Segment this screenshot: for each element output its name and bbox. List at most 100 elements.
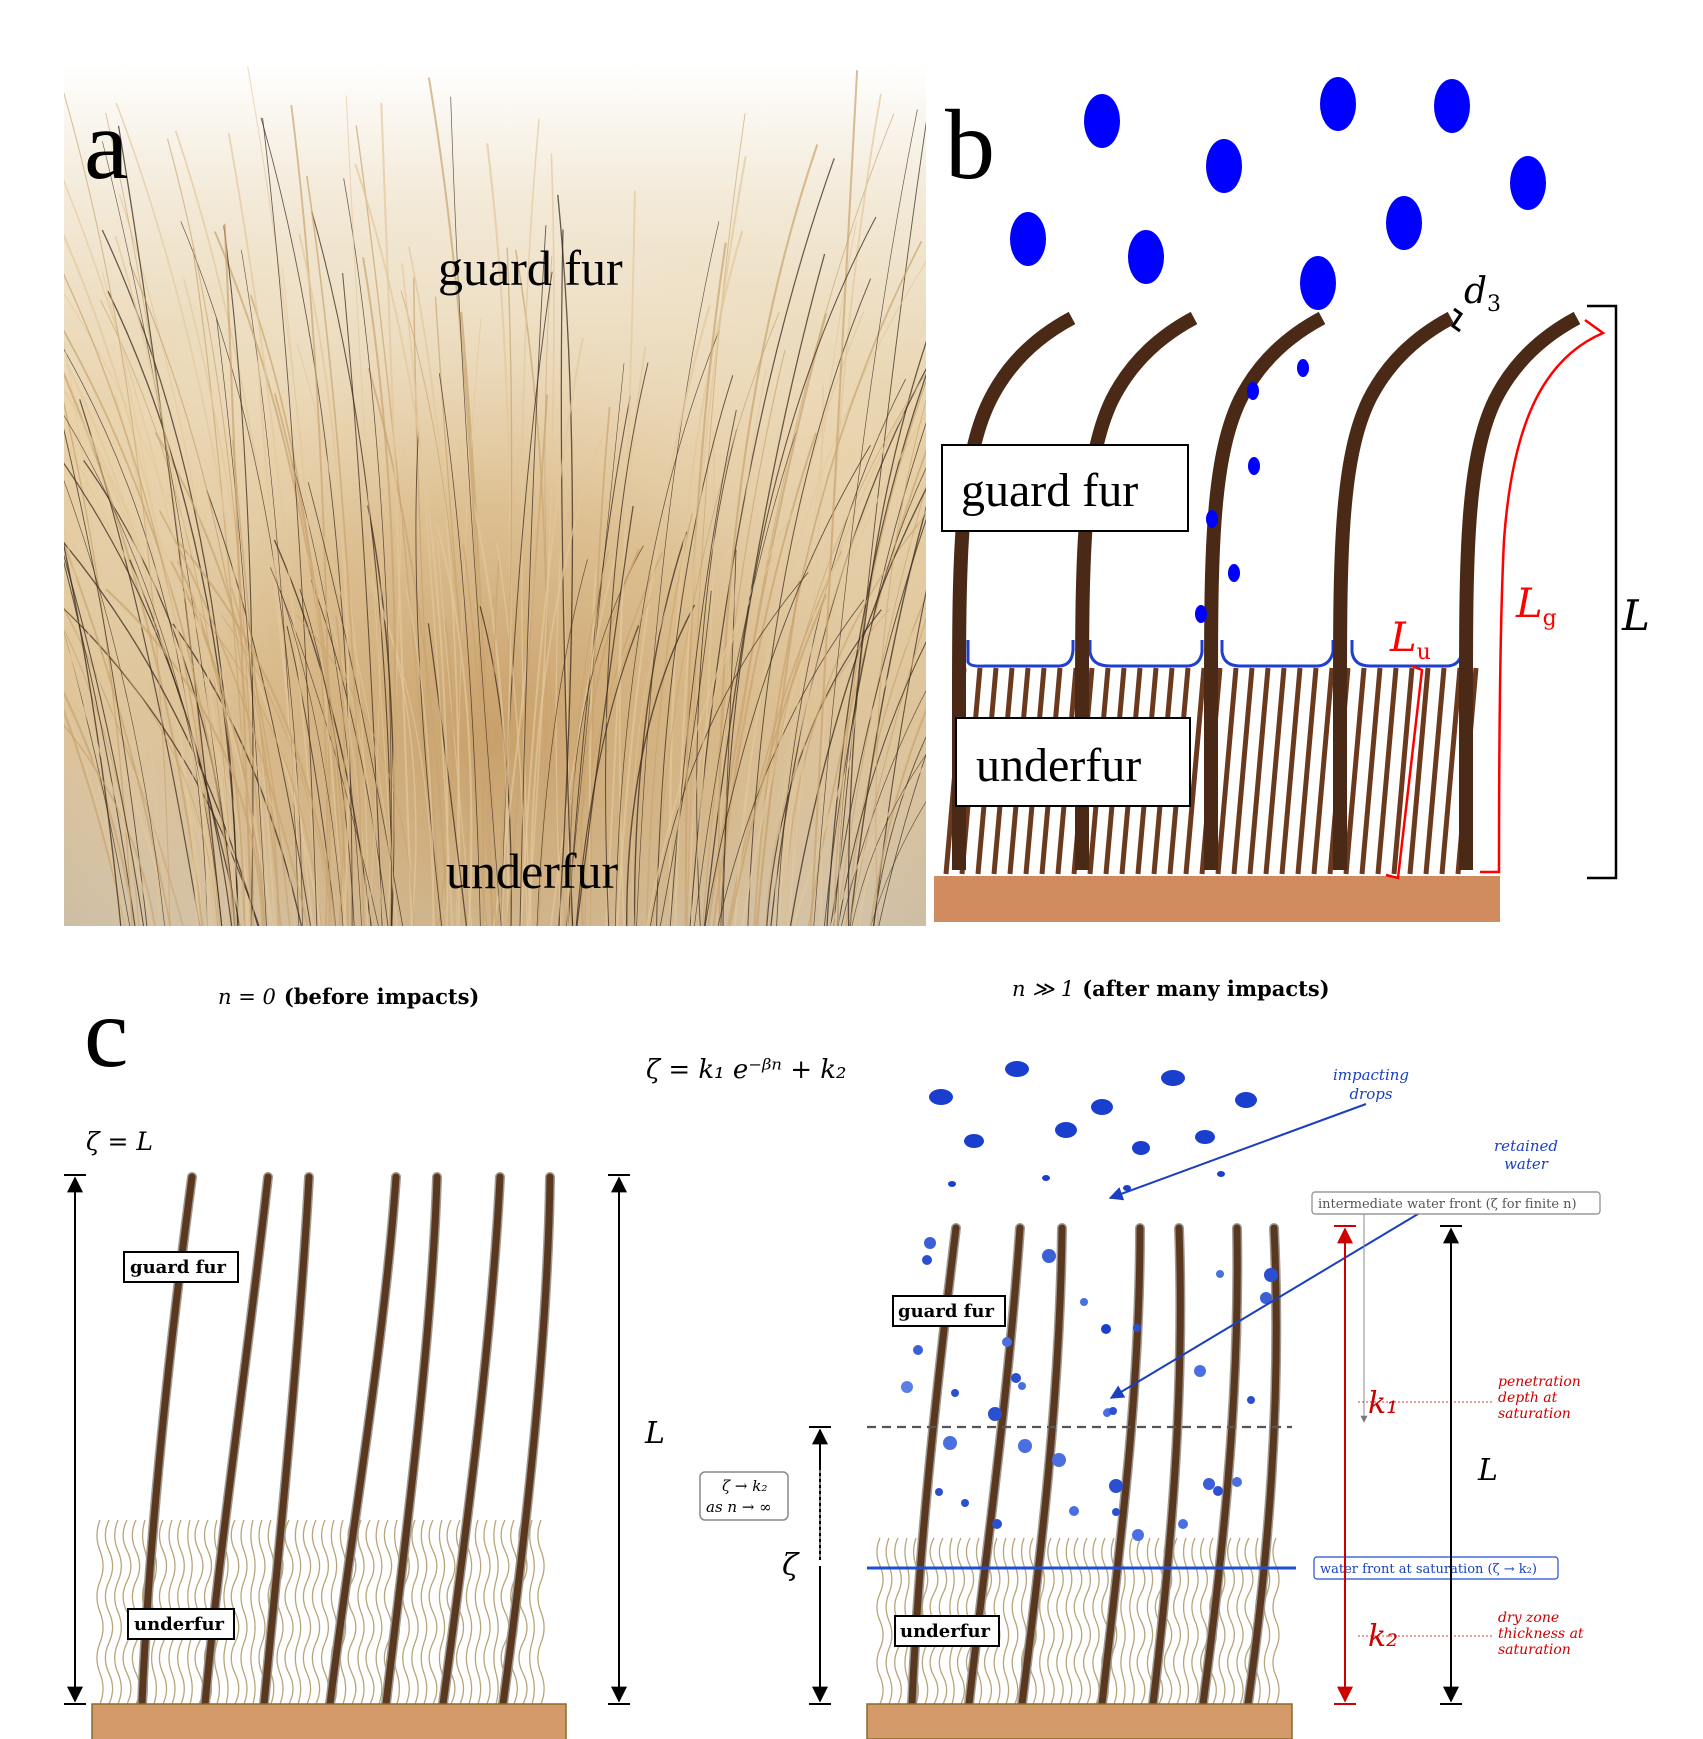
underfur-hair: [1146, 1537, 1154, 1705]
l-symbol: L: [1621, 591, 1650, 640]
underfur-hair: [375, 1519, 383, 1705]
fur-strand: [690, 431, 715, 926]
underfur-label-right: underfur: [900, 1621, 991, 1642]
fur-strand: [64, 388, 216, 926]
fur-strand: [456, 318, 482, 926]
lg-symbol: Lg: [1515, 581, 1557, 631]
underfur-hair: [357, 1519, 365, 1705]
underfur-hair: [420, 1519, 428, 1705]
panel-b: b: [934, 77, 1650, 922]
underfur-hair: [104, 1519, 114, 1705]
fur-strand: [694, 432, 797, 926]
fur-strand: [231, 440, 282, 926]
underfur-hair: [1359, 667, 1383, 875]
fur-strand: [636, 221, 720, 926]
underfur-box-right: [894, 1615, 1000, 1647]
underfur-hair: [1407, 667, 1431, 875]
underfur-hair: [302, 1519, 312, 1705]
dry-line2: thickness at: [1498, 1626, 1584, 1642]
fur-strand: [832, 379, 926, 926]
underfur-hair: [411, 1519, 419, 1705]
fur-strand: [778, 412, 926, 926]
fur-strand: [64, 699, 127, 926]
fur-strand: [435, 524, 473, 926]
fur-strand: [616, 305, 711, 926]
fur-strand: [177, 541, 337, 926]
fur-strand: [318, 594, 368, 926]
underfur-hair: [1391, 667, 1415, 875]
underfur-hair: [493, 1519, 499, 1705]
fur-strand: [305, 175, 365, 926]
fur-strand: [570, 550, 610, 926]
fur-strand: [486, 143, 512, 926]
fur-strand: [355, 125, 438, 926]
underfur-hair: [1073, 1537, 1083, 1705]
lu-bracket: [1385, 664, 1424, 880]
fur-strand: [813, 109, 918, 926]
fur-strand: [182, 593, 322, 926]
underfur-hair: [1136, 1537, 1146, 1705]
underfur-hair: [483, 1519, 491, 1705]
fur-strand: [567, 395, 631, 926]
fur-strand: [342, 272, 383, 926]
fur-strand: [690, 553, 778, 926]
fur-strand: [437, 619, 454, 926]
fur-strand: [702, 349, 786, 926]
fur-strand: [70, 501, 175, 926]
panel-a-guard-fur-label: guard fur: [438, 240, 623, 296]
fur-strand: [223, 225, 254, 926]
fur-strand: [838, 509, 926, 926]
fur-strand: [436, 538, 473, 926]
panel-a-letter: a: [84, 89, 128, 200]
header-left: n = 0(before impacts): [218, 984, 479, 1009]
fur-strand: [279, 589, 344, 926]
fur-strand: [837, 641, 926, 926]
panel-a: a guard fur underfur: [64, 64, 926, 926]
falling-drops: [1010, 77, 1546, 310]
fur-strand: [189, 572, 245, 926]
k2-label: k₂: [1368, 1619, 1398, 1654]
fur-strand: [809, 70, 859, 926]
fur-strand: [64, 349, 208, 926]
fur-strand: [615, 330, 720, 926]
panel-b-underfur-label: underfur: [976, 739, 1141, 792]
fur-strand: [712, 432, 817, 926]
fur-strand: [159, 541, 274, 926]
fur-strand: [496, 542, 528, 926]
underfur-hair: [1423, 667, 1447, 875]
fur-strand: [64, 724, 156, 926]
fur-strand: [362, 257, 397, 926]
fur-strand: [506, 394, 549, 926]
underfur-hair: [1183, 667, 1207, 875]
fur-strand: [64, 708, 127, 926]
saturation-label: water front at saturation (ζ → k₂): [1320, 1562, 1537, 1577]
fur-strand: [536, 559, 588, 926]
fur-strand: [247, 66, 345, 926]
left-subpanel: guard fur underfur L: [64, 1172, 665, 1739]
fur-strand: [717, 144, 819, 926]
fur-strand: [830, 762, 926, 926]
underfur-hair: [876, 1537, 884, 1705]
fur-strand: [240, 249, 300, 926]
l-label-right: L: [1477, 1453, 1498, 1488]
fur-strand: [645, 514, 792, 926]
fur-strand: [703, 253, 826, 926]
fur-strand: [605, 191, 636, 926]
k1-label: k₁: [1368, 1386, 1398, 1421]
fur-strand: [176, 560, 246, 926]
fur-strand: [460, 311, 494, 926]
fur-strand: [401, 263, 454, 926]
fur-strand: [845, 595, 926, 926]
fur-strand: [107, 290, 239, 926]
underfur-hair: [1439, 667, 1463, 875]
fur-strand: [370, 576, 417, 926]
water-line: [966, 640, 1464, 668]
fur-strand: [64, 691, 136, 926]
underfur-hair: [1182, 1537, 1190, 1705]
fur-strand: [560, 229, 574, 926]
fur-strand: [183, 278, 276, 926]
penetration-line3: saturation: [1498, 1406, 1571, 1422]
fur-strand: [166, 138, 254, 926]
fur-strand: [649, 572, 809, 926]
fur-strand: [290, 104, 331, 926]
